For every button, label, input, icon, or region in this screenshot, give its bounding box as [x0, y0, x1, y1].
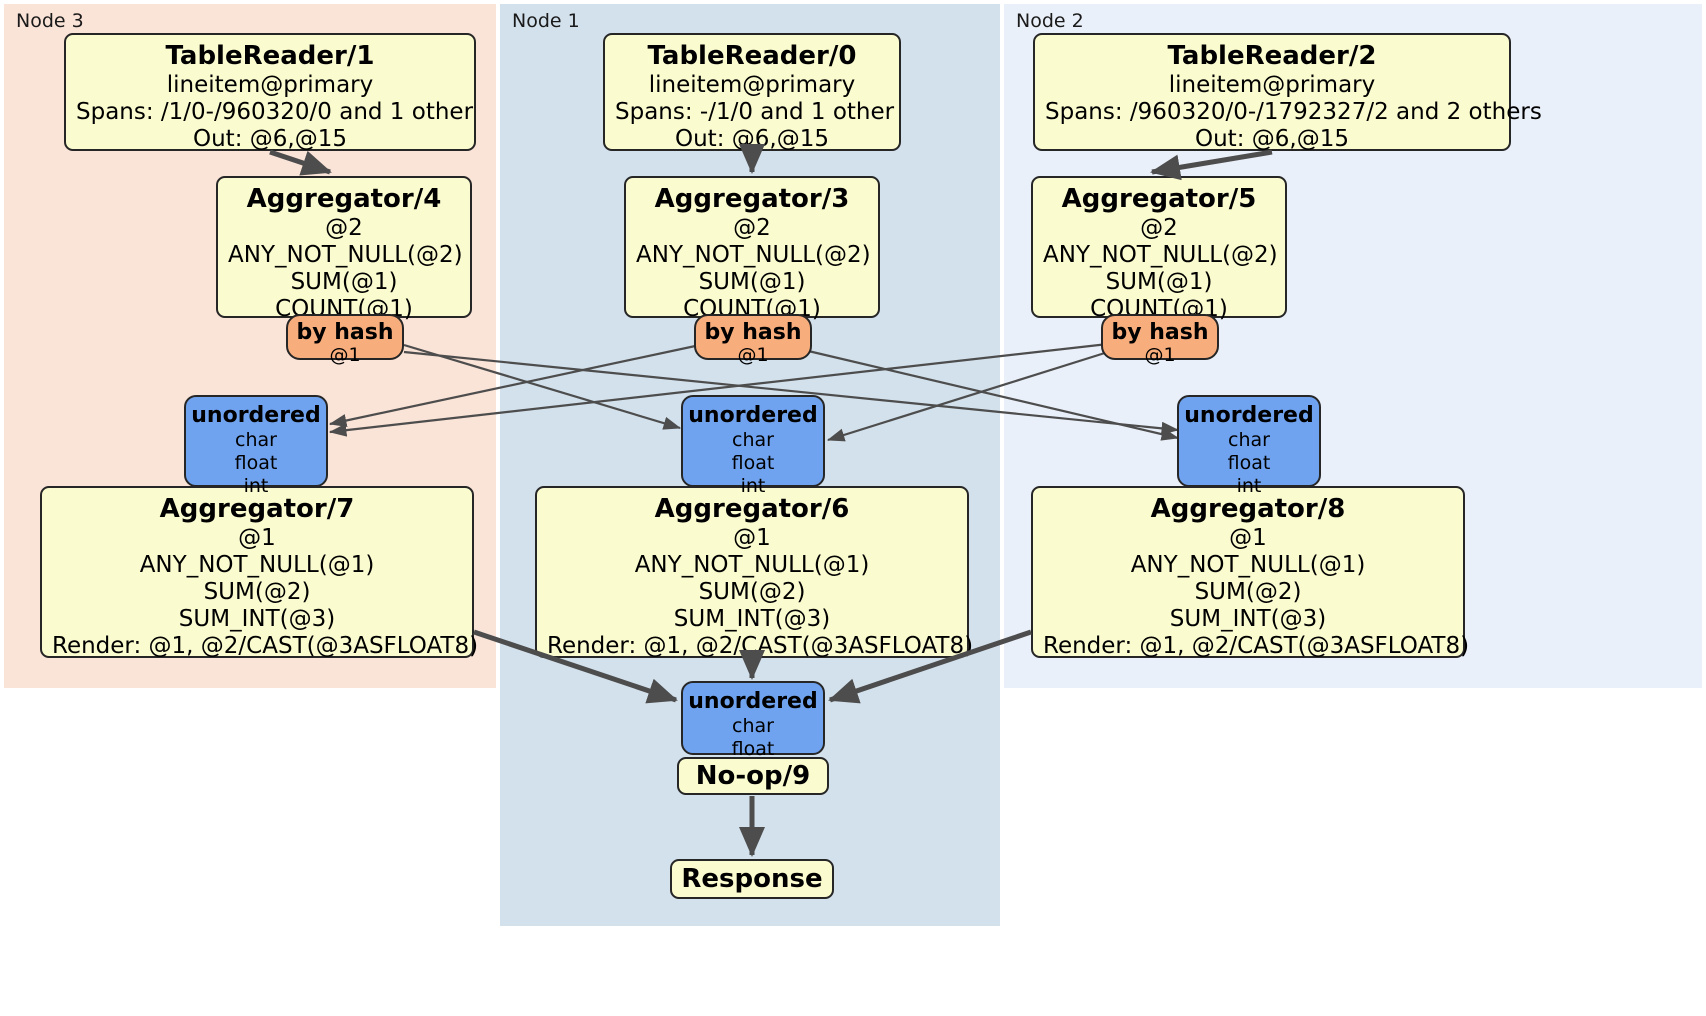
processor-detail: SUM(@2) — [1194, 578, 1302, 605]
router-title: by hash — [1111, 320, 1209, 345]
processor-detail: @1 — [1229, 524, 1267, 551]
processor-detail: ANY_NOT_NULL(@1) — [139, 551, 375, 578]
processor-aggregator-4[interactable]: Aggregator/4 @2 ANY_NOT_NULL(@2) SUM(@1)… — [216, 176, 472, 322]
synchronizer-type: char — [732, 715, 774, 738]
router-by-hash-center[interactable]: by hash @1 — [694, 314, 812, 366]
node-group-label-node1: Node 1 — [512, 10, 580, 32]
processor-detail: lineitem@primary — [648, 71, 856, 98]
processor-detail: Out: @6,@15 — [1195, 125, 1349, 152]
processor-title: Aggregator/5 — [1061, 184, 1257, 214]
synchronizer-unordered-left[interactable]: unordered char float int — [184, 395, 328, 497]
synchronizer-type: float — [1227, 452, 1271, 475]
synchronizer-title: unordered — [1184, 403, 1314, 428]
processor-title: Aggregator/4 — [246, 184, 442, 214]
node-group-label-node3: Node 3 — [16, 10, 84, 32]
synchronizer-title: unordered — [688, 403, 818, 428]
router-title: by hash — [704, 320, 802, 345]
router-by-hash-right[interactable]: by hash @1 — [1101, 314, 1219, 366]
router-detail: @1 — [329, 344, 361, 367]
processor-detail: Spans: /1/0-/960320/0 and 1 other — [76, 98, 474, 125]
router-by-hash-left[interactable]: by hash @1 — [286, 314, 404, 366]
synchronizer-type: float — [731, 452, 775, 475]
processor-title: Aggregator/8 — [1150, 494, 1346, 524]
processor-noop-9[interactable]: No-op/9 — [677, 757, 829, 795]
processor-detail: lineitem@primary — [1168, 71, 1376, 98]
processor-detail: SUM(@1) — [1105, 268, 1213, 295]
processor-tablereader-1[interactable]: TableReader/1 lineitem@primary Spans: /1… — [64, 33, 476, 152]
processor-detail: SUM(@1) — [698, 268, 806, 295]
processor-detail: lineitem@primary — [166, 71, 374, 98]
processor-aggregator-6[interactable]: Aggregator/6 @1 ANY_NOT_NULL(@1) SUM(@2)… — [535, 486, 974, 660]
processor-detail: SUM_INT(@3) — [673, 606, 831, 633]
processor-title: TableReader/0 — [647, 41, 857, 71]
processor-detail: SUM(@2) — [203, 578, 311, 605]
processor-title: TableReader/2 — [1167, 41, 1377, 71]
processor-aggregator-8[interactable]: Aggregator/8 @1 ANY_NOT_NULL(@1) SUM(@2)… — [1031, 486, 1470, 660]
processor-detail: ANY_NOT_NULL(@2) — [1043, 241, 1278, 268]
processor-detail: SUM_INT(@3) — [1169, 606, 1327, 633]
processor-detail: @2 — [733, 214, 771, 241]
node-group-label-node2: Node 2 — [1016, 10, 1084, 32]
router-title: by hash — [296, 320, 394, 345]
processor-detail: SUM_INT(@3) — [178, 606, 336, 633]
processor-tablereader-0[interactable]: TableReader/0 lineitem@primary Spans: -/… — [603, 33, 901, 152]
processor-render: Render: @1, @2/CAST(@3ASFLOAT8) — [52, 633, 479, 660]
synchronizer-title: unordered — [191, 403, 321, 428]
processor-detail: ANY_NOT_NULL(@2) — [636, 241, 871, 268]
processor-render: Render: @1, @2/CAST(@3ASFLOAT8) — [1043, 633, 1470, 660]
synchronizer-unordered-right[interactable]: unordered char float int — [1177, 395, 1321, 497]
processor-detail: SUM(@1) — [290, 268, 398, 295]
synchronizer-type: char — [235, 429, 277, 452]
synchronizer-type: float — [731, 738, 775, 761]
processor-detail: Spans: /960320/0-/1792327/2 and 2 others — [1045, 98, 1542, 125]
router-detail: @1 — [737, 344, 769, 367]
processor-detail: Out: @6,@15 — [675, 125, 829, 152]
processor-detail: SUM(@2) — [698, 578, 806, 605]
processor-title: Aggregator/6 — [654, 494, 850, 524]
processor-render: Render: @1, @2/CAST(@3ASFLOAT8) — [547, 633, 974, 660]
synchronizer-type: int — [1236, 474, 1262, 497]
processor-tablereader-2[interactable]: TableReader/2 lineitem@primary Spans: /9… — [1033, 33, 1542, 152]
processor-detail: Spans: -/1/0 and 1 other — [615, 98, 895, 125]
processor-detail: @2 — [1140, 214, 1178, 241]
processor-aggregator-3[interactable]: Aggregator/3 @2 ANY_NOT_NULL(@2) SUM(@1)… — [624, 176, 880, 322]
synchronizer-unordered-center[interactable]: unordered char float int — [681, 395, 825, 497]
processor-detail: ANY_NOT_NULL(@2) — [228, 241, 463, 268]
synchronizer-type: int — [740, 474, 766, 497]
router-detail: @1 — [1144, 344, 1176, 367]
processor-title: TableReader/1 — [165, 41, 375, 71]
processor-title: Aggregator/3 — [654, 184, 850, 214]
processor-title: No-op/9 — [695, 761, 811, 791]
synchronizer-type: float — [234, 452, 278, 475]
processor-title: Aggregator/7 — [159, 494, 355, 524]
processor-detail: @1 — [238, 524, 276, 551]
processor-detail: @1 — [733, 524, 771, 551]
synchronizer-unordered-final[interactable]: unordered char float — [681, 681, 825, 760]
processor-detail: ANY_NOT_NULL(@1) — [634, 551, 870, 578]
processor-detail: Out: @6,@15 — [193, 125, 347, 152]
processor-detail: ANY_NOT_NULL(@1) — [1130, 551, 1366, 578]
synchronizer-title: unordered — [688, 689, 818, 714]
processor-aggregator-5[interactable]: Aggregator/5 @2 ANY_NOT_NULL(@2) SUM(@1)… — [1031, 176, 1287, 322]
processor-aggregator-7[interactable]: Aggregator/7 @1 ANY_NOT_NULL(@1) SUM(@2)… — [40, 486, 479, 660]
synchronizer-type: int — [243, 474, 269, 497]
processor-title: Response — [681, 864, 823, 894]
processor-detail: @2 — [325, 214, 363, 241]
processor-response[interactable]: Response — [670, 859, 834, 899]
synchronizer-type: char — [732, 429, 774, 452]
synchronizer-type: char — [1228, 429, 1270, 452]
